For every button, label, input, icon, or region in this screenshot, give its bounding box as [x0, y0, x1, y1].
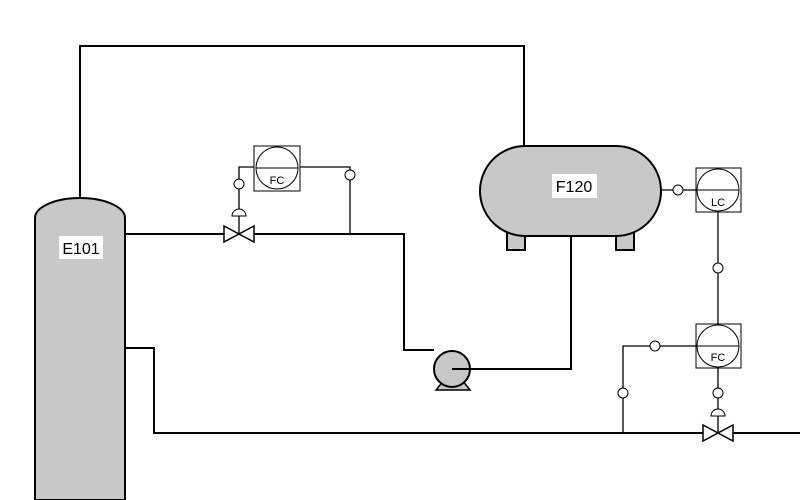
column-label-bg	[59, 236, 103, 259]
fc1-signal-connector	[233, 178, 245, 190]
fc1-instrument	[253, 145, 301, 192]
drum-outlet-line	[452, 236, 572, 370]
lc-instrument-label: LC	[711, 197, 725, 209]
column-e101	[34, 197, 126, 500]
fc1-signal-line-right	[300, 166, 351, 234]
fc1-measurement-tap	[344, 169, 356, 181]
overhead-vapor-line	[79, 45, 525, 200]
fc1-instrument-label: FC	[270, 175, 285, 187]
control-valve-1	[223, 208, 255, 244]
fc2-output-connector	[712, 387, 724, 399]
fc2-instrument	[695, 323, 742, 369]
lc-instrument	[695, 167, 742, 213]
pump	[433, 350, 472, 391]
lc-measurement-tap	[672, 184, 684, 196]
column-label: E101	[62, 241, 99, 258]
fc2-instrument-label: FC	[711, 352, 726, 364]
fc1-signal-line-left	[238, 166, 254, 212]
fc2-signal-connector	[649, 340, 661, 352]
bottoms-line	[126, 347, 800, 434]
fc2-measurement-tap	[617, 387, 629, 399]
fc2-measurement-line	[622, 345, 696, 433]
drum-label-bg	[552, 174, 597, 198]
control-valve-2	[702, 408, 734, 443]
lc-fc-signal-connector	[712, 262, 724, 274]
drum-label: F120	[556, 179, 593, 196]
side-draw-line	[126, 233, 434, 351]
